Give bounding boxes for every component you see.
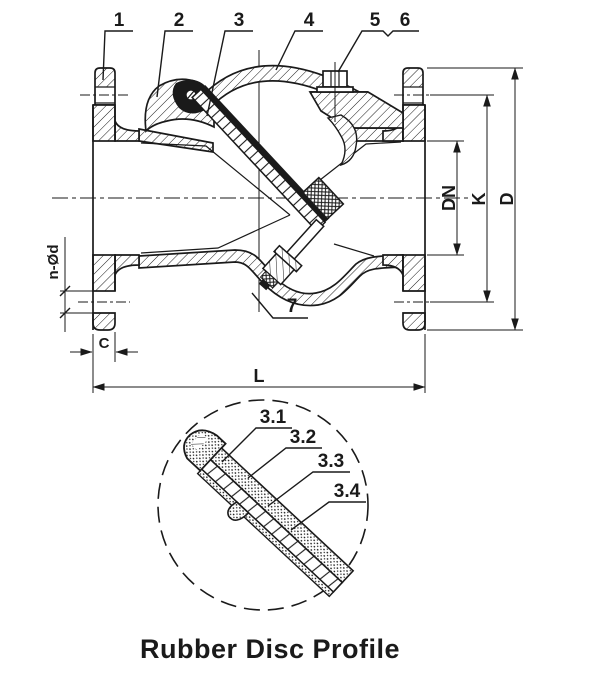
hub-fillet — [114, 254, 140, 276]
leader-2 — [156, 30, 193, 98]
flange-boss-bottom — [402, 312, 426, 331]
hub-fillet — [114, 120, 140, 142]
part-callout-5: 5 — [370, 10, 381, 31]
profile-bottom-layer — [196, 468, 335, 598]
leader-7 — [251, 292, 308, 319]
hub-fillet — [382, 254, 404, 276]
part-callout-4: 4 — [304, 10, 315, 31]
detail-circle — [157, 399, 369, 611]
leader-3 — [206, 30, 253, 117]
disc-stud — [285, 218, 325, 261]
part-callout-2: 2 — [174, 10, 185, 31]
swing-disc — [191, 85, 345, 232]
profile-knob-core — [190, 433, 208, 451]
leader-3-4 — [290, 501, 366, 531]
dim-label-k: K — [469, 193, 489, 206]
flange-hatch — [402, 104, 426, 142]
disc-pin-tip — [258, 279, 271, 291]
detail-leaders — [221, 427, 366, 531]
leader-5-6 — [337, 30, 419, 73]
bonnet-cover — [144, 62, 404, 167]
disc-stud-assembly — [258, 218, 325, 291]
part-callout-6: 6 — [400, 10, 411, 31]
dim-label-l: L — [254, 366, 265, 386]
flange-hatch — [403, 68, 423, 87]
rubber-disc-profile — [183, 429, 355, 598]
disc-end-block — [301, 176, 345, 220]
flange-hatch — [95, 68, 115, 87]
cover-clamp — [308, 91, 404, 129]
dimensions — [59, 67, 523, 393]
detail-caption: Rubber Disc Profile — [140, 634, 400, 664]
deflector-hook — [326, 114, 358, 167]
body-top-wall-left — [138, 127, 214, 153]
detail-callout-3-2: 3.2 — [290, 427, 316, 448]
dim-label-d: D — [497, 193, 517, 206]
dim-label-c: C — [99, 335, 110, 352]
flange-hatch — [92, 254, 116, 292]
profile-bead-knob — [183, 429, 227, 472]
leader-3-1 — [221, 427, 292, 463]
profile-boss-bump — [227, 501, 250, 521]
flange-boss-top — [94, 67, 116, 105]
dim-label-nd: n-Ød — [45, 245, 62, 280]
seat-bore-lines — [140, 141, 402, 257]
part-callout-1: 1 — [114, 10, 125, 31]
disc-rubber-edge — [200, 85, 330, 223]
dim-label-dn: DN — [439, 185, 459, 211]
left-flange — [78, 67, 130, 331]
detail-callout-3-3: 3.3 — [318, 451, 344, 472]
right-flange — [394, 67, 430, 331]
detail-callout-3-1: 3.1 — [260, 407, 287, 428]
detail-callout-3-4: 3.4 — [334, 481, 361, 502]
leader-1 — [102, 30, 133, 81]
leader-4 — [275, 30, 323, 71]
leader-3-2 — [247, 447, 322, 479]
flange-hatch — [92, 104, 116, 142]
leader-3-3 — [267, 471, 350, 507]
flange-boss-bottom — [92, 312, 116, 331]
part-callout-7: 7 — [287, 296, 298, 317]
flange-boss-top — [402, 67, 424, 105]
flange-hatch — [402, 254, 426, 292]
profile-insert-layer — [200, 458, 344, 594]
part-callout-3: 3 — [234, 10, 245, 31]
callout-leaders — [102, 30, 419, 319]
